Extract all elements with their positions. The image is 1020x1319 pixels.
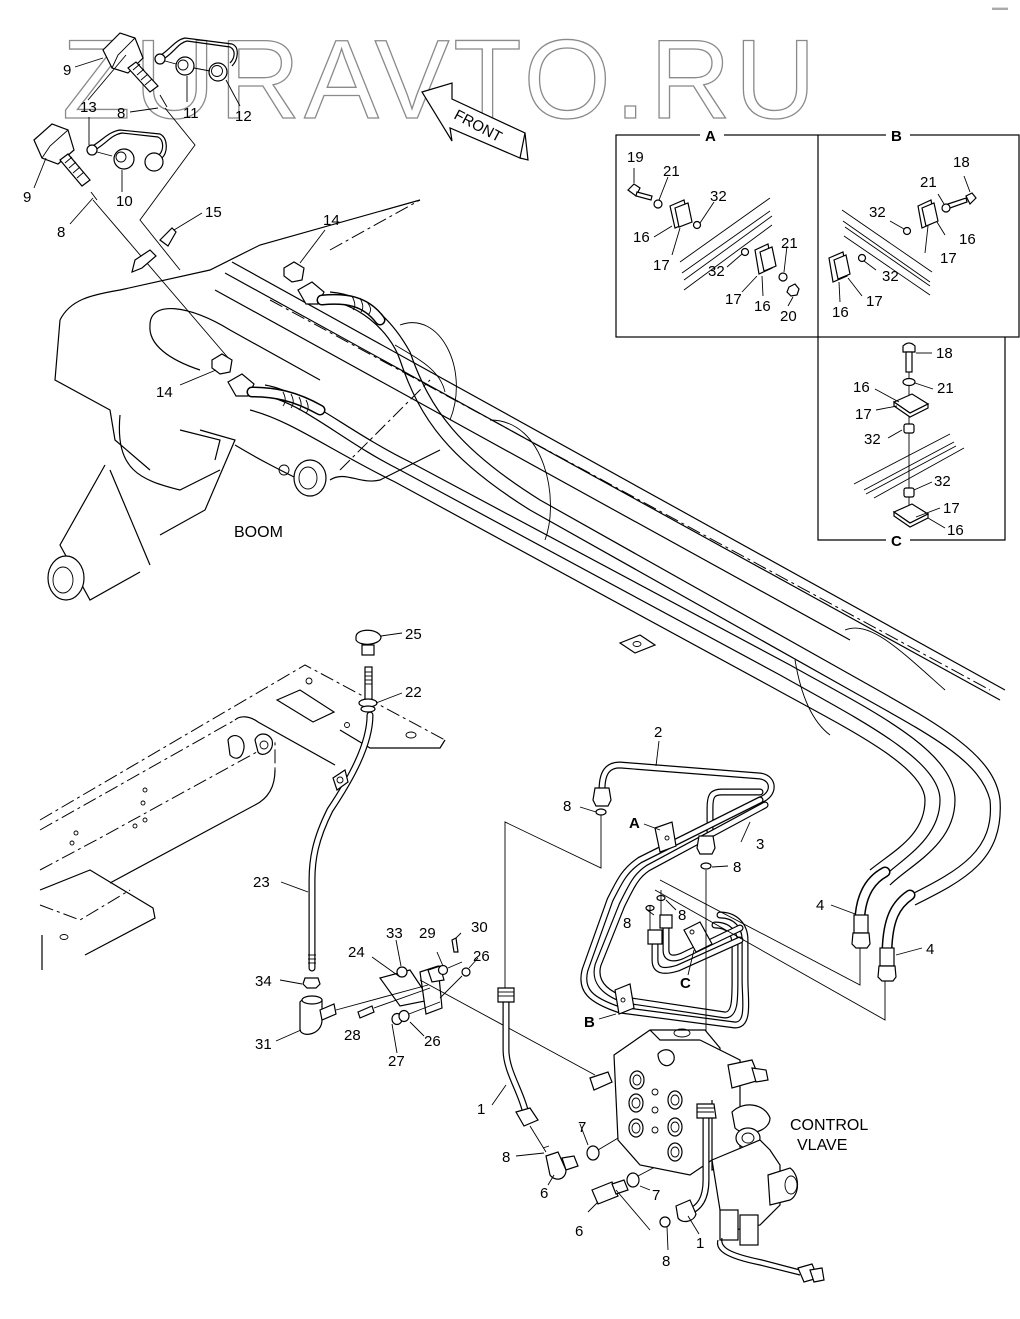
callout-a-16b: 16 (754, 298, 771, 315)
callout-8-b: 8 (733, 859, 741, 876)
callout-29: 29 (419, 925, 436, 942)
callout-b-32b: 32 (882, 268, 899, 285)
clip-label-b: B (584, 1014, 595, 1031)
boom-hoses (249, 291, 1001, 906)
callout-c-16b: 16 (947, 522, 964, 539)
corner-mark: ▬▬ (992, 3, 1008, 12)
callout-34: 34 (255, 973, 272, 990)
hose-end-fittings-lower (33, 123, 167, 201)
callout-2: 2 (654, 724, 662, 741)
callout-8-c: 8 (623, 915, 631, 932)
callout-22: 22 (405, 684, 422, 701)
callout-a-19: 19 (627, 149, 644, 166)
callout-8-e: 8 (502, 1149, 510, 1166)
callout-8-d: 8 (678, 907, 686, 924)
callout-c-21: 21 (937, 380, 954, 397)
callout-30: 30 (471, 919, 488, 936)
callout-a-17b: 17 (725, 291, 742, 308)
lever-rod-assembly: 25 22 23 34 31 24 33 29 30 26 28 27 26 (253, 626, 596, 1076)
callout-a-32: 32 (710, 188, 727, 205)
callout-10: 10 (116, 193, 133, 210)
callout-a-21b: 21 (781, 235, 798, 252)
callout-c-32b: 32 (934, 473, 951, 490)
callout-1-right: 1 (696, 1235, 704, 1252)
callout-4-a: 4 (816, 897, 824, 914)
tube-1-left (497, 987, 673, 1231)
callout-c-18: 18 (936, 345, 953, 362)
callout-8-f: 8 (662, 1253, 670, 1270)
control-valve-caption-line1: CONTROL (790, 1117, 868, 1134)
hose-ends-4 (851, 866, 916, 982)
callout-33: 33 (386, 925, 403, 942)
detail-a-title: A (705, 128, 716, 145)
callout-28: 28 (344, 1027, 361, 1044)
steel-tubes (504, 761, 886, 1100)
boom-caption: BOOM (234, 524, 283, 541)
callout-b-17: 17 (940, 250, 957, 267)
callout-a-20: 20 (780, 308, 797, 325)
hose-fitting-14-lower (211, 353, 326, 416)
callout-b-16: 16 (959, 231, 976, 248)
callout-b-21: 21 (920, 174, 937, 191)
callout-a-21: 21 (663, 163, 680, 180)
callout-a-17: 17 (653, 257, 670, 274)
callout-8-top-b: 8 (57, 224, 65, 241)
callout-b-32: 32 (869, 204, 886, 221)
hose-fitting-14-upper (283, 261, 386, 326)
frame-plate (39, 664, 446, 970)
callout-26b: 26 (424, 1033, 441, 1050)
callout-14-a: 14 (323, 212, 340, 229)
boom-assembly (47, 199, 1006, 736)
control-valve (589, 1028, 825, 1283)
callout-b-16b: 16 (832, 304, 849, 321)
control-valve-caption-line2: VLAVE (797, 1137, 847, 1154)
detail-c-title: C (891, 533, 902, 550)
callout-23: 23 (253, 874, 270, 891)
callout-24: 24 (348, 944, 365, 961)
callout-9-a: 9 (63, 62, 71, 79)
callout-11: 11 (183, 105, 199, 122)
clip-label-c: C (680, 975, 691, 992)
detail-panel-c: C 18 16 21 17 32 32 17 16 (817, 337, 1006, 550)
hose-clip-15 (131, 227, 177, 273)
callout-7-b: 7 (652, 1187, 660, 1204)
callout-8-a: 8 (563, 798, 571, 815)
callout-6-b: 6 (575, 1223, 583, 1240)
callout-14-b: 14 (156, 384, 173, 401)
callout-6-a: 6 (540, 1185, 548, 1202)
detail-panel-ab: A B 19 21 32 16 17 32 21 17 16 20 (615, 127, 1020, 338)
callout-b-18: 18 (953, 154, 970, 171)
callout-b-17b: 17 (866, 293, 883, 310)
callout-31: 31 (255, 1036, 272, 1053)
callout-c-17: 17 (855, 406, 872, 423)
hose-end-fittings-upper (102, 32, 238, 108)
detail-b-title: B (891, 128, 902, 145)
callout-c-32: 32 (864, 431, 881, 448)
callout-1-left: 1 (477, 1101, 485, 1118)
callout-13: 13 (80, 99, 97, 116)
callout-25: 25 (405, 626, 422, 643)
callout-26: 26 (473, 948, 490, 965)
callout-9-b: 9 (23, 189, 31, 206)
valve-leaders (491, 740, 923, 1251)
callout-a-16: 16 (633, 229, 650, 246)
callout-8-top-a: 8 (117, 105, 125, 122)
callout-c-16: 16 (853, 379, 870, 396)
callout-27: 27 (388, 1053, 405, 1070)
callout-a-32b: 32 (708, 263, 725, 280)
callout-4-b: 4 (926, 941, 934, 958)
callout-15: 15 (205, 204, 222, 221)
callout-3: 3 (756, 836, 764, 853)
callout-7-a: 7 (578, 1119, 586, 1136)
callout-c-17b: 17 (943, 500, 960, 517)
callout-12: 12 (235, 108, 252, 125)
clip-label-a: A (629, 815, 640, 832)
